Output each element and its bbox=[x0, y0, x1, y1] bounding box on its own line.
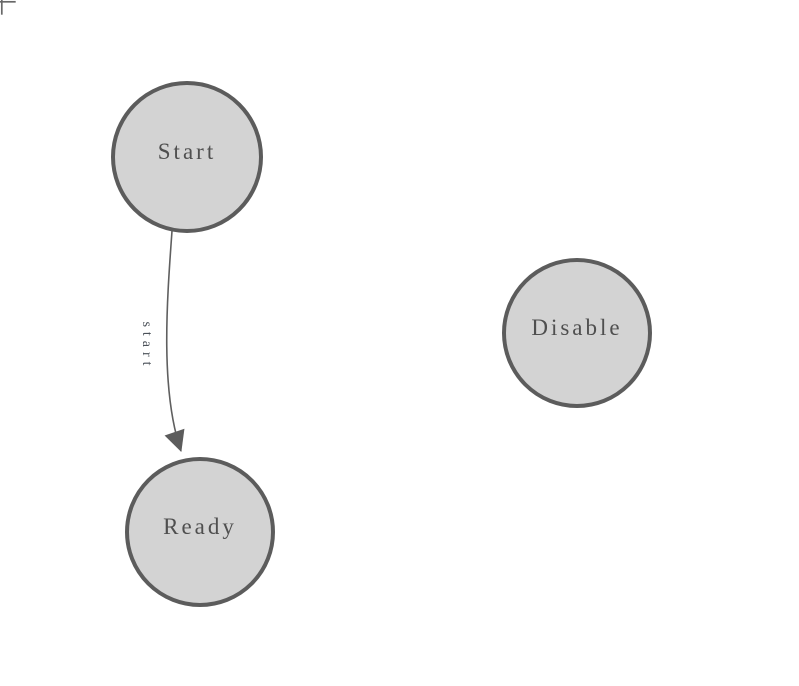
state-node-disable-circle[interactable] bbox=[502, 258, 652, 408]
state-node-ready-label: Ready bbox=[163, 514, 237, 539]
state-node-start-circle[interactable] bbox=[111, 81, 263, 233]
state-node-disable-label: Disable bbox=[531, 315, 622, 340]
transition-edge-path[interactable] bbox=[164, 230, 185, 452]
transition-edge-start-to-ready[interactable]: start bbox=[139, 230, 185, 452]
canvas-origin-corner-mark bbox=[0, 0, 16, 15]
state-node-start[interactable]: Start bbox=[111, 81, 263, 233]
state-node-disable[interactable]: Disable bbox=[502, 258, 652, 408]
transition-edge-label: start bbox=[139, 321, 154, 370]
state-node-start-label: Start bbox=[158, 139, 216, 164]
state-node-ready[interactable]: Ready bbox=[125, 457, 275, 607]
state-node-ready-circle[interactable] bbox=[125, 457, 275, 607]
